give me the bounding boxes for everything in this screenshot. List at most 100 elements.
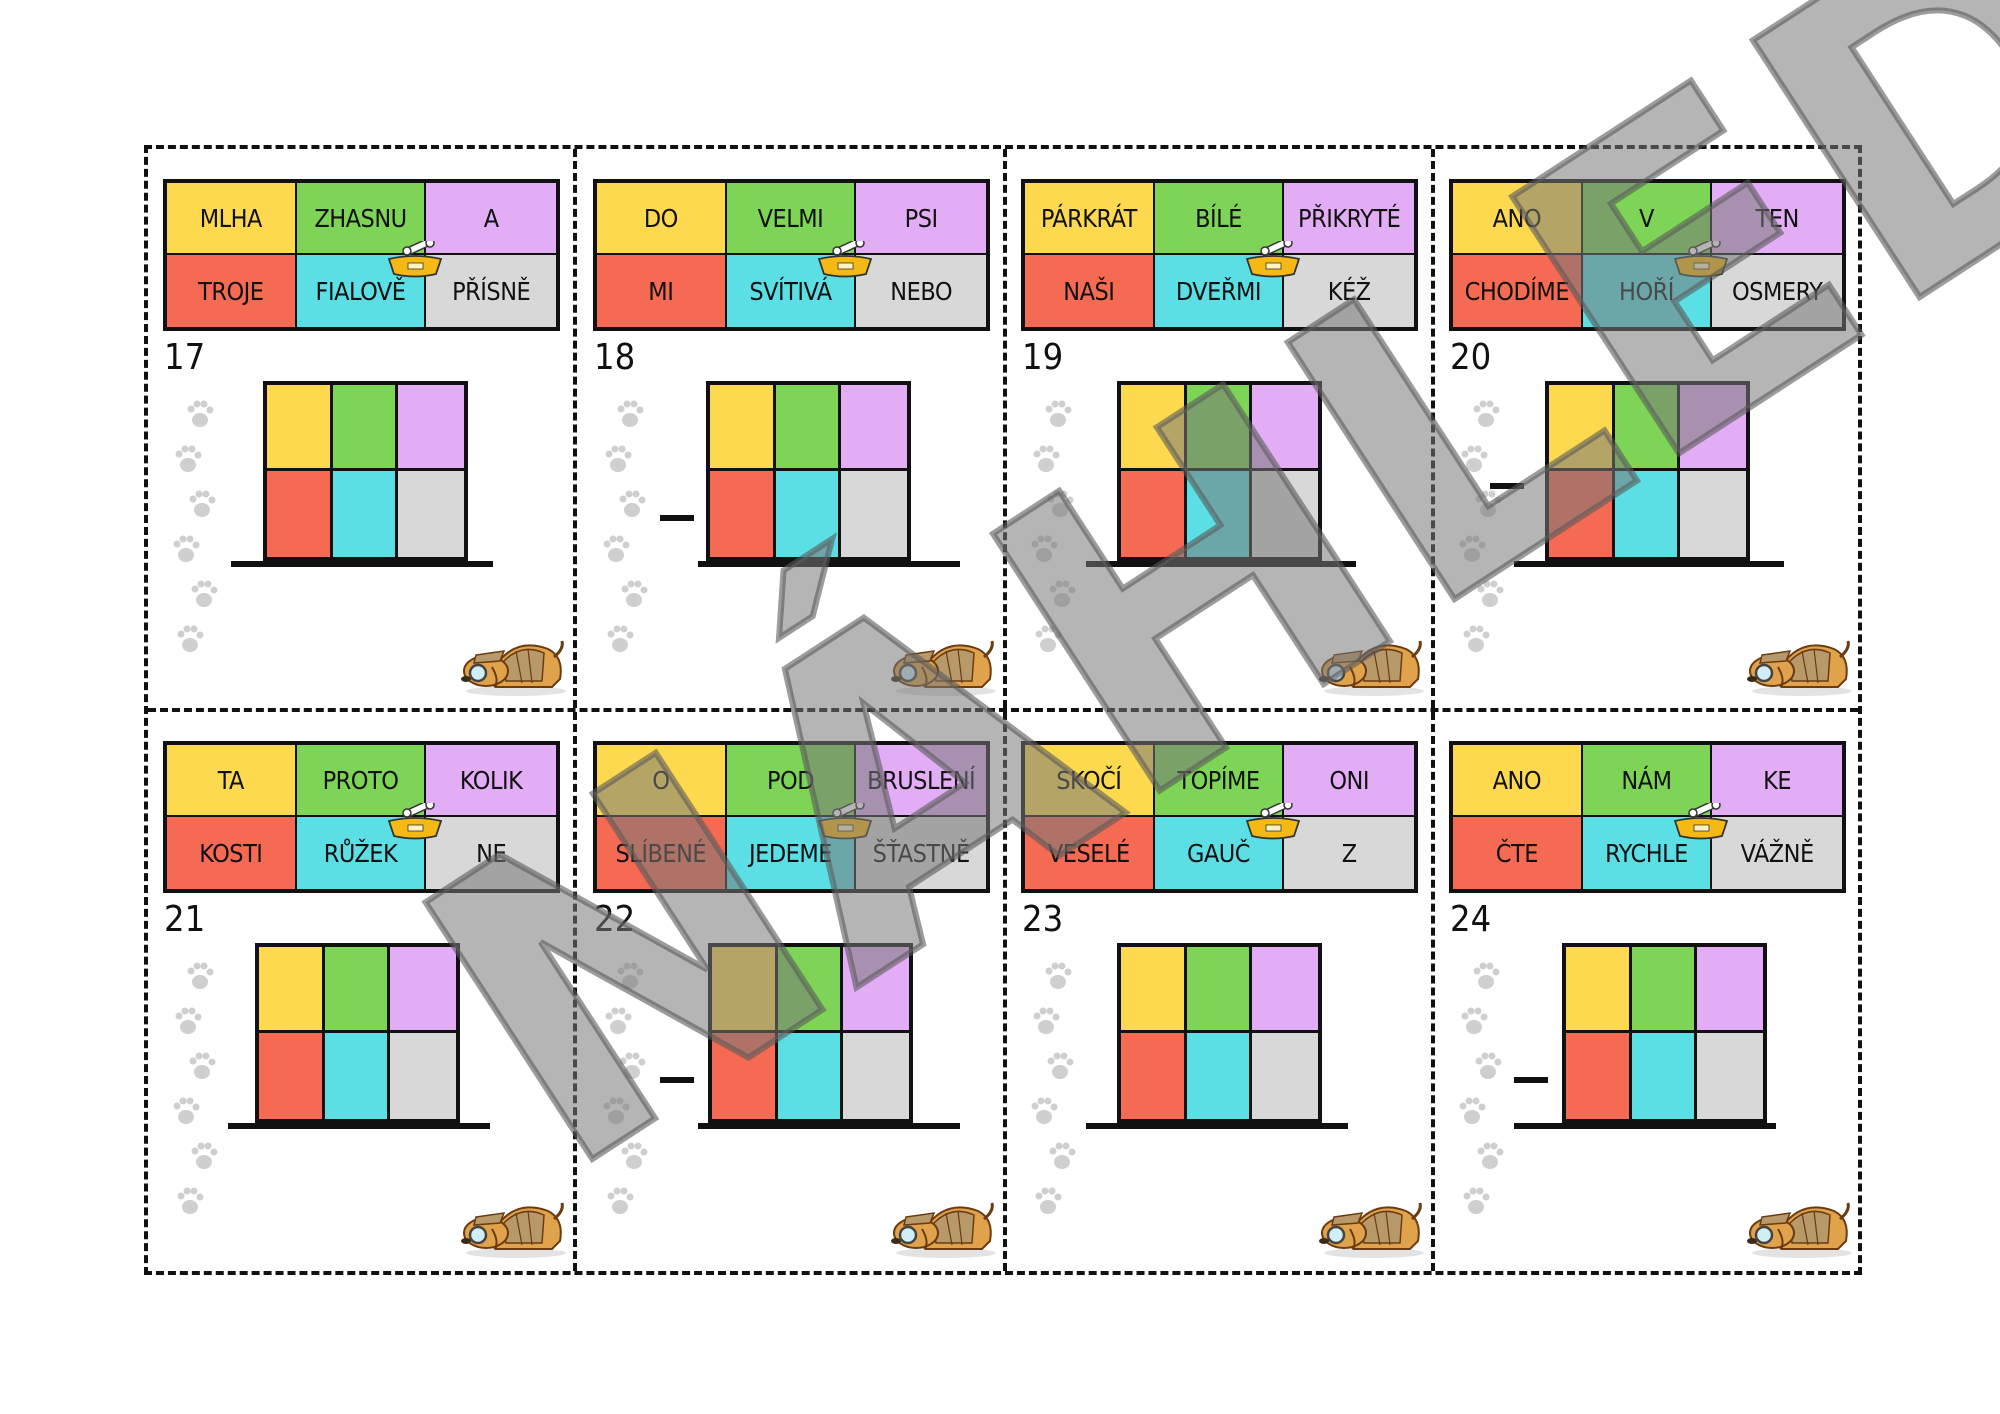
- word-cell: NE: [426, 817, 556, 889]
- paw-prints-icon: [603, 400, 648, 652]
- color-box-red: [1549, 471, 1615, 557]
- color-box-red: [712, 1033, 778, 1119]
- word-cell: KOSTI: [167, 817, 297, 889]
- word-cell: ŠŤASTNĚ: [856, 817, 986, 889]
- answer-line: [698, 561, 960, 567]
- color-box-green: [777, 947, 844, 1033]
- dog-bowl-bone-icon: [387, 803, 443, 840]
- paw-prints-icon: [1031, 400, 1076, 652]
- color-box-yellow: [259, 947, 325, 1033]
- dog-bowl-bone-icon: [387, 241, 443, 278]
- word-cell: KOLIK: [426, 745, 556, 817]
- paw-prints-icon: [1459, 400, 1504, 652]
- dog-bowl-bone-icon: [1673, 803, 1729, 840]
- dog-bowl-bone-icon: [1245, 241, 1301, 278]
- word-cell: MLHA: [167, 183, 297, 255]
- word-cell: ČTE: [1453, 817, 1583, 889]
- color-box-purple: [1697, 947, 1763, 1033]
- word-cell: BÍLÉ: [1154, 183, 1285, 255]
- word-cell: CHODÍME: [1453, 255, 1583, 327]
- paw-prints-icon: [1459, 962, 1504, 1214]
- word-cell: ZHASNU: [296, 183, 427, 255]
- answer-color-grid: [263, 381, 468, 561]
- dog-bowl-bone-icon: [817, 803, 873, 840]
- answer-color-grid: [1562, 943, 1767, 1123]
- word-cell: MI: [597, 255, 727, 327]
- color-box-gray: [1697, 1033, 1763, 1119]
- answer-line: [1514, 561, 1784, 567]
- color-box-gray: [843, 1033, 909, 1119]
- sleeping-dog-detective-icon: [1747, 1202, 1852, 1258]
- color-box-red: [1121, 1033, 1187, 1119]
- word-cell: KÉŽ: [1284, 255, 1414, 327]
- color-box-cyan: [1186, 471, 1253, 557]
- word-cell: PŘÍSNĚ: [426, 255, 556, 327]
- answer-color-grid: [1117, 943, 1322, 1123]
- color-box-purple: [841, 385, 907, 471]
- color-box-yellow: [1549, 385, 1615, 471]
- sleeping-dog-detective-icon: [1319, 640, 1424, 696]
- color-box-gray: [841, 471, 907, 557]
- color-box-red: [1566, 1033, 1632, 1119]
- word-cell: ANO: [1453, 183, 1583, 255]
- cut-line-horizontal: [148, 708, 1858, 712]
- word-cell: ANO: [1453, 745, 1583, 817]
- color-box-gray: [1252, 471, 1318, 557]
- color-box-yellow: [1566, 947, 1632, 1033]
- card-number: 21: [164, 899, 206, 940]
- color-box-purple: [1252, 385, 1318, 471]
- answer-color-grid: [255, 943, 460, 1123]
- word-cell: VÁŽNĚ: [1712, 817, 1842, 889]
- paw-prints-icon: [1031, 962, 1076, 1214]
- color-box-green: [324, 947, 391, 1033]
- color-box-red: [710, 471, 776, 557]
- word-cell: BRUSLENÍ: [856, 745, 986, 817]
- answer-color-grid: [1545, 381, 1750, 561]
- dog-bowl-bone-icon: [817, 241, 873, 278]
- word-cell: PROTO: [296, 745, 427, 817]
- color-box-green: [1614, 385, 1681, 471]
- sleeping-dog-detective-icon: [891, 1202, 996, 1258]
- word-cell: PŘIKRYTÉ: [1284, 183, 1414, 255]
- answer-color-grid: [1117, 381, 1322, 561]
- word-cell: TA: [167, 745, 297, 817]
- word-cell: DO: [597, 183, 727, 255]
- color-box-green: [1186, 385, 1253, 471]
- paw-prints-icon: [603, 962, 648, 1214]
- word-cell: VELMI: [726, 183, 857, 255]
- word-cell: NÁM: [1582, 745, 1713, 817]
- color-box-yellow: [1121, 947, 1187, 1033]
- answer-line: [698, 1123, 960, 1129]
- word-cell: KE: [1712, 745, 1842, 817]
- color-box-gray: [390, 1033, 456, 1119]
- word-cell: ONI: [1284, 745, 1414, 817]
- word-cell: TOPÍME: [1154, 745, 1285, 817]
- color-box-cyan: [1186, 1033, 1253, 1119]
- sleeping-dog-detective-icon: [1747, 640, 1852, 696]
- word-cell: SKOČÍ: [1025, 745, 1155, 817]
- minus-sign: [660, 1077, 694, 1083]
- word-cell: SLÍBENÉ: [597, 817, 727, 889]
- color-box-red: [1121, 471, 1187, 557]
- color-box-purple: [390, 947, 456, 1033]
- word-cell: VESELÉ: [1025, 817, 1155, 889]
- word-cell: OSMERY: [1712, 255, 1842, 327]
- color-box-green: [1631, 947, 1698, 1033]
- color-box-yellow: [712, 947, 778, 1033]
- answer-line: [1086, 561, 1356, 567]
- color-box-gray: [1252, 1033, 1318, 1119]
- sleeping-dog-detective-icon: [891, 640, 996, 696]
- word-cell: Z: [1284, 817, 1414, 889]
- sleeping-dog-detective-icon: [461, 1202, 566, 1258]
- answer-line: [1086, 1123, 1348, 1129]
